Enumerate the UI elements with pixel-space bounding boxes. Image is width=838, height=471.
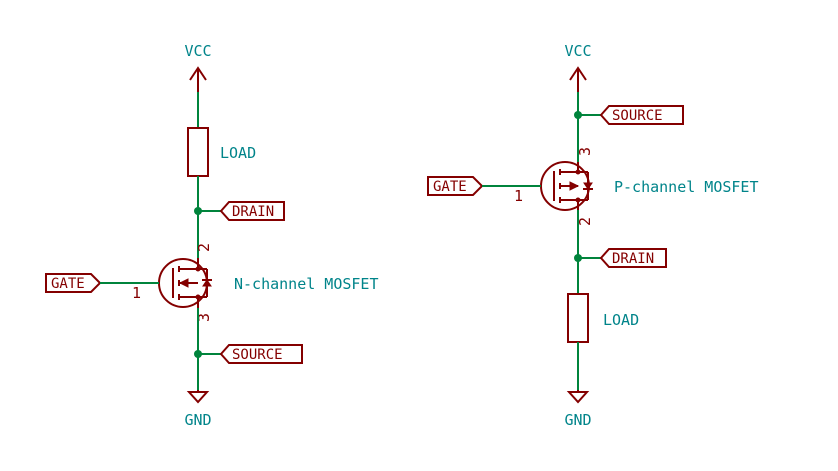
right-pin-source: 3 <box>576 147 594 156</box>
left-pin-gate: 1 <box>132 284 141 302</box>
right-gnd-label: GND <box>564 411 591 429</box>
left-gate-label-box <box>45 273 102 293</box>
n-channel-circuit: VCC LOAD DRAIN N-channel MO <box>45 42 379 429</box>
left-transistor-label: N-channel MOSFET <box>234 275 379 293</box>
right-drain-label: DRAIN <box>612 251 654 267</box>
left-gnd-symbol <box>186 390 210 404</box>
n-mosfet-symbol <box>158 258 212 308</box>
left-gate-label: GATE <box>51 276 85 292</box>
left-source-label: SOURCE <box>232 347 283 363</box>
right-gate-label-box <box>427 176 484 196</box>
left-load-resistor <box>187 127 209 177</box>
left-vcc-arrow <box>189 66 207 92</box>
right-pin-gate: 1 <box>514 187 523 205</box>
right-vcc-arrow <box>569 66 587 92</box>
left-vcc-label: VCC <box>184 42 211 60</box>
left-source-label-box <box>219 344 303 364</box>
right-transistor-label: P-channel MOSFET <box>614 178 759 196</box>
right-drain-label-box <box>599 248 667 268</box>
left-pin-drain: 2 <box>195 243 213 252</box>
right-vcc-label: VCC <box>564 42 591 60</box>
p-mosfet-symbol <box>540 161 593 211</box>
left-pin-source: 3 <box>195 313 213 322</box>
right-gate-label: GATE <box>433 179 467 195</box>
right-source-label-box <box>599 105 684 125</box>
p-channel-circuit: VCC SOURCE P-channel MOSFET 3 2 1 <box>427 42 759 429</box>
right-load-resistor <box>567 293 589 343</box>
right-gnd-symbol <box>566 390 590 404</box>
right-load-label: LOAD <box>603 311 639 329</box>
left-drain-label: DRAIN <box>232 204 274 220</box>
left-drain-label-box <box>219 201 285 221</box>
left-gnd-label: GND <box>184 411 211 429</box>
left-load-label: LOAD <box>220 144 256 162</box>
right-source-label: SOURCE <box>612 108 663 124</box>
right-pin-drain: 2 <box>576 217 594 226</box>
